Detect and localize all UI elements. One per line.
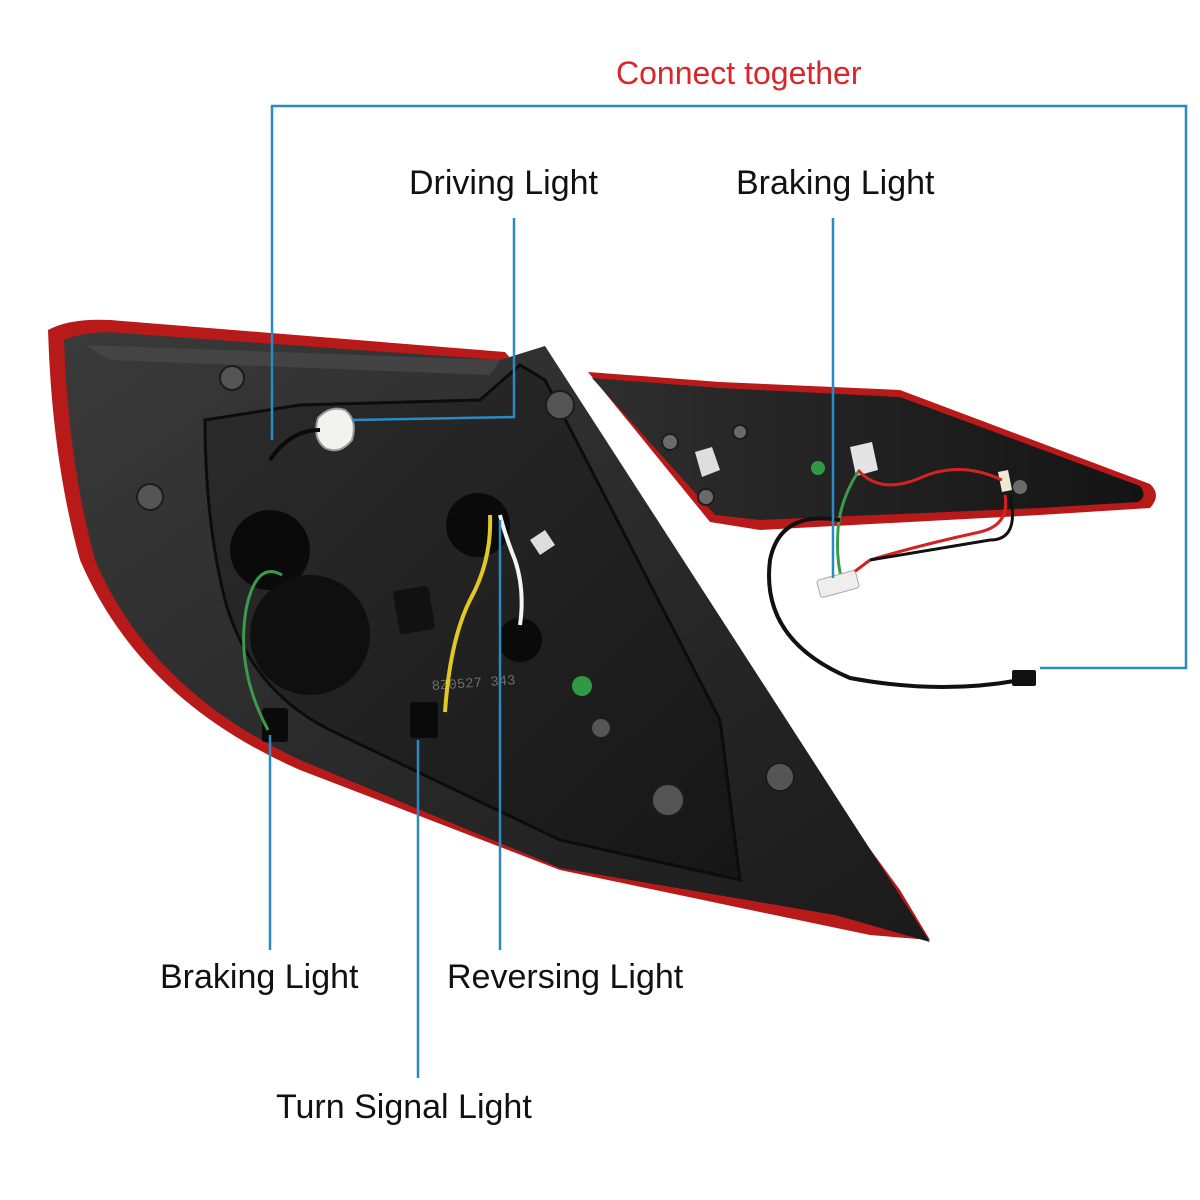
bulb-socket-small <box>695 447 720 477</box>
connector-block <box>410 702 438 738</box>
mount-bolt <box>219 365 245 391</box>
connector-block <box>393 585 435 635</box>
harness-wire <box>849 494 1008 577</box>
mount-bolt <box>136 483 164 511</box>
mount-bolt <box>651 783 685 817</box>
mount-bolt <box>697 488 715 506</box>
braking-light-right-label: Braking Light <box>736 164 935 202</box>
mount-bolt <box>765 762 795 792</box>
harness-black-wire <box>869 494 1014 562</box>
braking-light-left-label: Braking Light <box>160 958 359 996</box>
left-housing-inner <box>203 363 742 882</box>
green-sticker <box>572 676 592 696</box>
mount-bolt <box>1011 478 1029 496</box>
socket-hole <box>446 493 510 557</box>
white-wire <box>498 514 524 626</box>
connect-together-bracket <box>270 104 1188 670</box>
connect-together-title: Connect together <box>616 55 862 91</box>
turn-signal-light-label: Turn Signal Light <box>276 1088 532 1126</box>
mount-bolt <box>661 433 679 451</box>
green-wire <box>242 570 283 731</box>
callout-lines <box>268 104 1188 1078</box>
socket-hole <box>498 618 542 662</box>
driving-light-leader <box>351 218 516 422</box>
connector-block <box>262 708 288 742</box>
mount-bolt <box>590 717 612 739</box>
green-sticker <box>811 461 825 475</box>
green-wire-small <box>836 471 860 581</box>
long-black-cable <box>767 516 1021 689</box>
bulb-socket-small <box>850 442 878 476</box>
bulb-socket <box>315 407 355 452</box>
socket-hole <box>230 510 310 590</box>
left-tail-light-housing: 8Z0527 343 <box>48 319 930 942</box>
part-code-marking: 8Z0527 343 <box>431 673 516 695</box>
black-connector <box>1012 670 1036 686</box>
mount-bolt <box>732 424 748 440</box>
black-wire <box>268 428 321 462</box>
right-tail-light-housing <box>588 372 1156 689</box>
red-wire <box>856 468 1003 487</box>
socket-hole <box>250 575 370 695</box>
yellow-wire <box>443 514 493 713</box>
driving-light-label: Driving Light <box>409 164 598 202</box>
white-connector <box>816 570 860 598</box>
bulb-small <box>998 470 1012 492</box>
mount-bolt <box>545 390 575 420</box>
reversing-light-label: Reversing Light <box>447 958 684 996</box>
